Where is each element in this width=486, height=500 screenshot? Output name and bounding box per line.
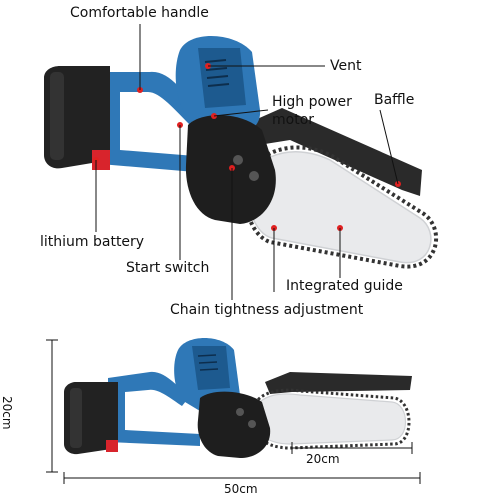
chain	[244, 145, 439, 269]
vent-slots	[204, 59, 230, 87]
rear-handle-small	[108, 371, 200, 446]
leader-lines	[95, 24, 399, 300]
dim-guide-length: 20cm	[306, 452, 340, 466]
label-integrated-guide: Integrated guide	[286, 278, 403, 294]
label-high-power-motor-line1: High power	[272, 94, 352, 110]
dim-total-length: 50cm	[224, 482, 258, 496]
vent-slots-small	[197, 354, 219, 371]
battery-grip	[50, 72, 64, 160]
guide-bar-small	[253, 393, 406, 445]
label-baffle: Baffle	[374, 92, 415, 108]
label-lithium-battery: lithium battery	[40, 234, 145, 250]
guide-bar	[247, 151, 432, 264]
cover-bolt	[236, 408, 244, 416]
label-start-switch: Start switch	[126, 260, 210, 276]
dim-height: 20cm	[0, 396, 14, 430]
cover-bolt	[248, 420, 256, 428]
motor-side-panel	[198, 48, 246, 108]
bottom-chainsaw	[46, 338, 421, 484]
front-cover-small	[197, 391, 271, 458]
label-vent: Vent	[330, 58, 362, 74]
battery-latch-small	[106, 440, 118, 452]
rear-handle	[100, 71, 200, 172]
motor-side-panel-small	[192, 346, 230, 390]
dimension-lines	[46, 339, 421, 484]
cover-bolt	[233, 155, 243, 165]
label-comfortable-handle: Comfortable handle	[70, 5, 209, 21]
label-chain-tightness-adjustment: Chain tightness adjustment	[170, 302, 364, 318]
baffle-small	[265, 372, 412, 394]
chain-small	[250, 388, 411, 450]
top-chainsaw	[44, 24, 439, 300]
cover-bolt	[249, 171, 259, 181]
label-high-power-motor-line2: motor	[272, 112, 315, 128]
battery-grip-small	[70, 388, 82, 448]
